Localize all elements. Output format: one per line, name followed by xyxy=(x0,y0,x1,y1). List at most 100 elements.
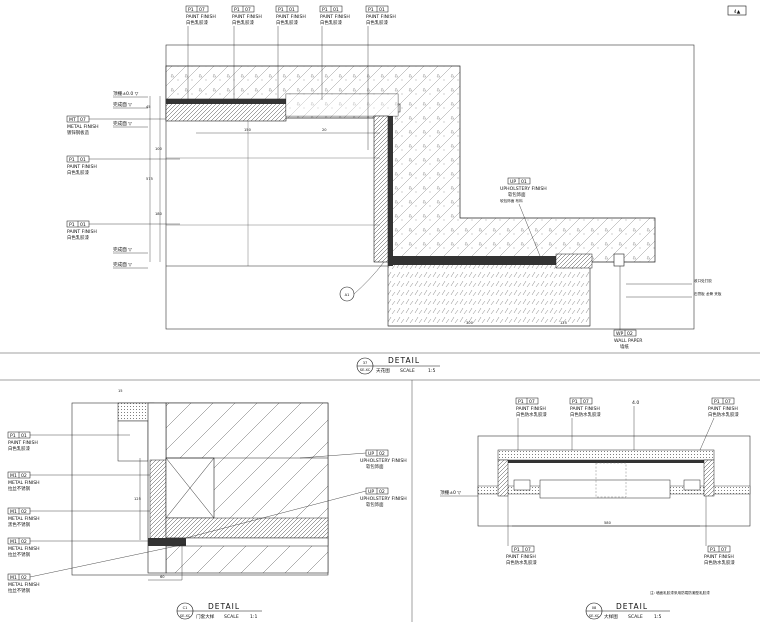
top-label: 4.0 xyxy=(632,400,639,450)
svg-text:02: 02 xyxy=(21,473,27,479)
level-marker: 完成面 ▽ xyxy=(113,101,148,109)
svg-text:100: 100 xyxy=(155,147,163,151)
level-marker: 完成面 ▽ xyxy=(113,246,148,254)
svg-text:07: 07 xyxy=(525,547,531,553)
svg-text:01: 01 xyxy=(21,433,27,439)
svg-text:M1: M1 xyxy=(10,575,17,581)
svg-text:完成面 ▽: 完成面 ▽ xyxy=(113,120,132,127)
svg-text:MT: MT xyxy=(69,117,76,123)
svg-text:白色防水乳胶漆: 白色防水乳胶漆 xyxy=(704,559,735,566)
svg-text:DETAIL: DETAIL xyxy=(208,602,240,611)
svg-text:UPHOLSTERY FINISH: UPHOLSTERY FINISH xyxy=(360,496,407,502)
svg-text:石膏板 龙骨 夹板: 石膏板 龙骨 夹板 xyxy=(694,291,722,296)
level-marker: 完成面 ▽ xyxy=(113,120,148,128)
svg-text:P1: P1 xyxy=(234,7,240,13)
svg-text:白色乳胶漆: 白色乳胶漆 xyxy=(276,19,299,26)
svg-text:黑色不锈钢: 黑色不锈钢 xyxy=(8,521,31,528)
svg-text:完成面 ▽: 完成面 ▽ xyxy=(113,246,132,253)
svg-text:4.0: 4.0 xyxy=(632,400,639,406)
svg-text:UP: UP xyxy=(368,489,374,495)
svg-text:M1: M1 xyxy=(10,509,17,515)
svg-text:镀锌钢板造: 镀锌钢板造 xyxy=(67,129,90,136)
svg-text:METAL FINISH: METAL FINISH xyxy=(8,516,40,522)
svg-text:P1: P1 xyxy=(368,7,374,13)
svg-text:PAINT FINISH: PAINT FINISH xyxy=(570,406,600,412)
svg-text:白色乳胶漆: 白色乳胶漆 xyxy=(232,19,255,26)
svg-text:07: 07 xyxy=(725,399,731,405)
note-callout: 石膏板 龙骨 夹板 xyxy=(626,291,722,298)
svg-text:180: 180 xyxy=(155,212,163,216)
svg-text:125: 125 xyxy=(134,497,141,501)
level-marker: 顶棚±0.0 ▽ xyxy=(113,90,148,98)
level-markers-top: 顶棚±0.0 ▽ 完成面 ▽ 完成面 ▽ 完成面 ▽ 完成面 ▽ xyxy=(113,90,148,269)
top-detail: 45 575 100 180 150 20 300 125 A1 xyxy=(146,44,695,330)
svg-text:PAINT FINISH: PAINT FINISH xyxy=(67,229,97,235)
svg-text:SE.XC: SE.XC xyxy=(589,614,600,618)
svg-text:P1: P1 xyxy=(572,399,578,405)
svg-text:P1: P1 xyxy=(518,399,524,405)
detail-title-left: C1 SE.XC DETAIL 门套大样 SCALE 1:1 xyxy=(176,602,262,620)
svg-text:4▲: 4▲ xyxy=(734,9,741,15)
svg-text:白色乳胶漆: 白色乳胶漆 xyxy=(8,445,31,452)
svg-text:M1: M1 xyxy=(10,539,17,545)
svg-text:07: 07 xyxy=(199,7,205,13)
svg-text:01: 01 xyxy=(80,222,86,228)
svg-text:01: 01 xyxy=(333,7,339,13)
svg-text:完成面 ▽: 完成面 ▽ xyxy=(113,261,132,268)
svg-text:PAINT FINISH: PAINT FINISH xyxy=(506,554,536,560)
svg-text:37: 37 xyxy=(363,361,368,365)
svg-text:顶棚±0.0 ▽: 顶棚±0.0 ▽ xyxy=(113,90,139,97)
svg-text:575: 575 xyxy=(146,177,153,181)
detail-title-top: 37 SE.XC DETAIL 天花图 SCALE 1:5 xyxy=(0,352,760,381)
svg-text:门套大样: 门套大样 xyxy=(196,613,215,620)
svg-text:收口处打胶: 收口处打胶 xyxy=(694,278,712,283)
svg-text:02: 02 xyxy=(21,539,27,545)
svg-text:PAINT FINISH: PAINT FINISH xyxy=(708,406,738,412)
svg-text:150: 150 xyxy=(244,128,252,132)
svg-text:白色防水乳胶漆: 白色防水乳胶漆 xyxy=(516,411,547,418)
svg-text:白色防水乳胶漆: 白色防水乳胶漆 xyxy=(708,411,739,418)
svg-text:拉丝不锈钢: 拉丝不锈钢 xyxy=(8,551,31,558)
svg-text:白色防水乳胶漆: 白色防水乳胶漆 xyxy=(506,559,537,566)
svg-text:软包饰面: 软包饰面 xyxy=(366,501,384,508)
svg-text:PAINT FINISH: PAINT FINISH xyxy=(366,14,396,20)
sheet-corner-tag: 4▲ xyxy=(727,5,747,16)
svg-text:PAINT FINISH: PAINT FINISH xyxy=(232,14,262,20)
svg-text:PAINT FINISH: PAINT FINISH xyxy=(67,164,97,170)
svg-text:METAL FINISH: METAL FINISH xyxy=(8,582,40,588)
svg-text:天花图: 天花图 xyxy=(376,367,390,374)
svg-text:墙纸: 墙纸 xyxy=(620,343,629,350)
svg-text:P1: P1 xyxy=(188,7,194,13)
svg-text:125: 125 xyxy=(560,321,567,325)
svg-text:SCALE: SCALE xyxy=(224,614,239,620)
svg-text:07: 07 xyxy=(245,7,251,13)
svg-text:白色乳胶漆: 白色乳胶漆 xyxy=(186,19,209,26)
svg-text:01: 01 xyxy=(80,157,86,163)
svg-text:P1: P1 xyxy=(278,7,284,13)
svg-text:DETAIL: DETAIL xyxy=(388,356,420,365)
svg-text:SE.XC: SE.XC xyxy=(360,368,371,372)
svg-text:PAINT FINISH: PAINT FINISH xyxy=(704,554,734,560)
svg-text:1:1: 1:1 xyxy=(250,614,257,620)
svg-text:METAL FINISH: METAL FINISH xyxy=(8,546,40,552)
